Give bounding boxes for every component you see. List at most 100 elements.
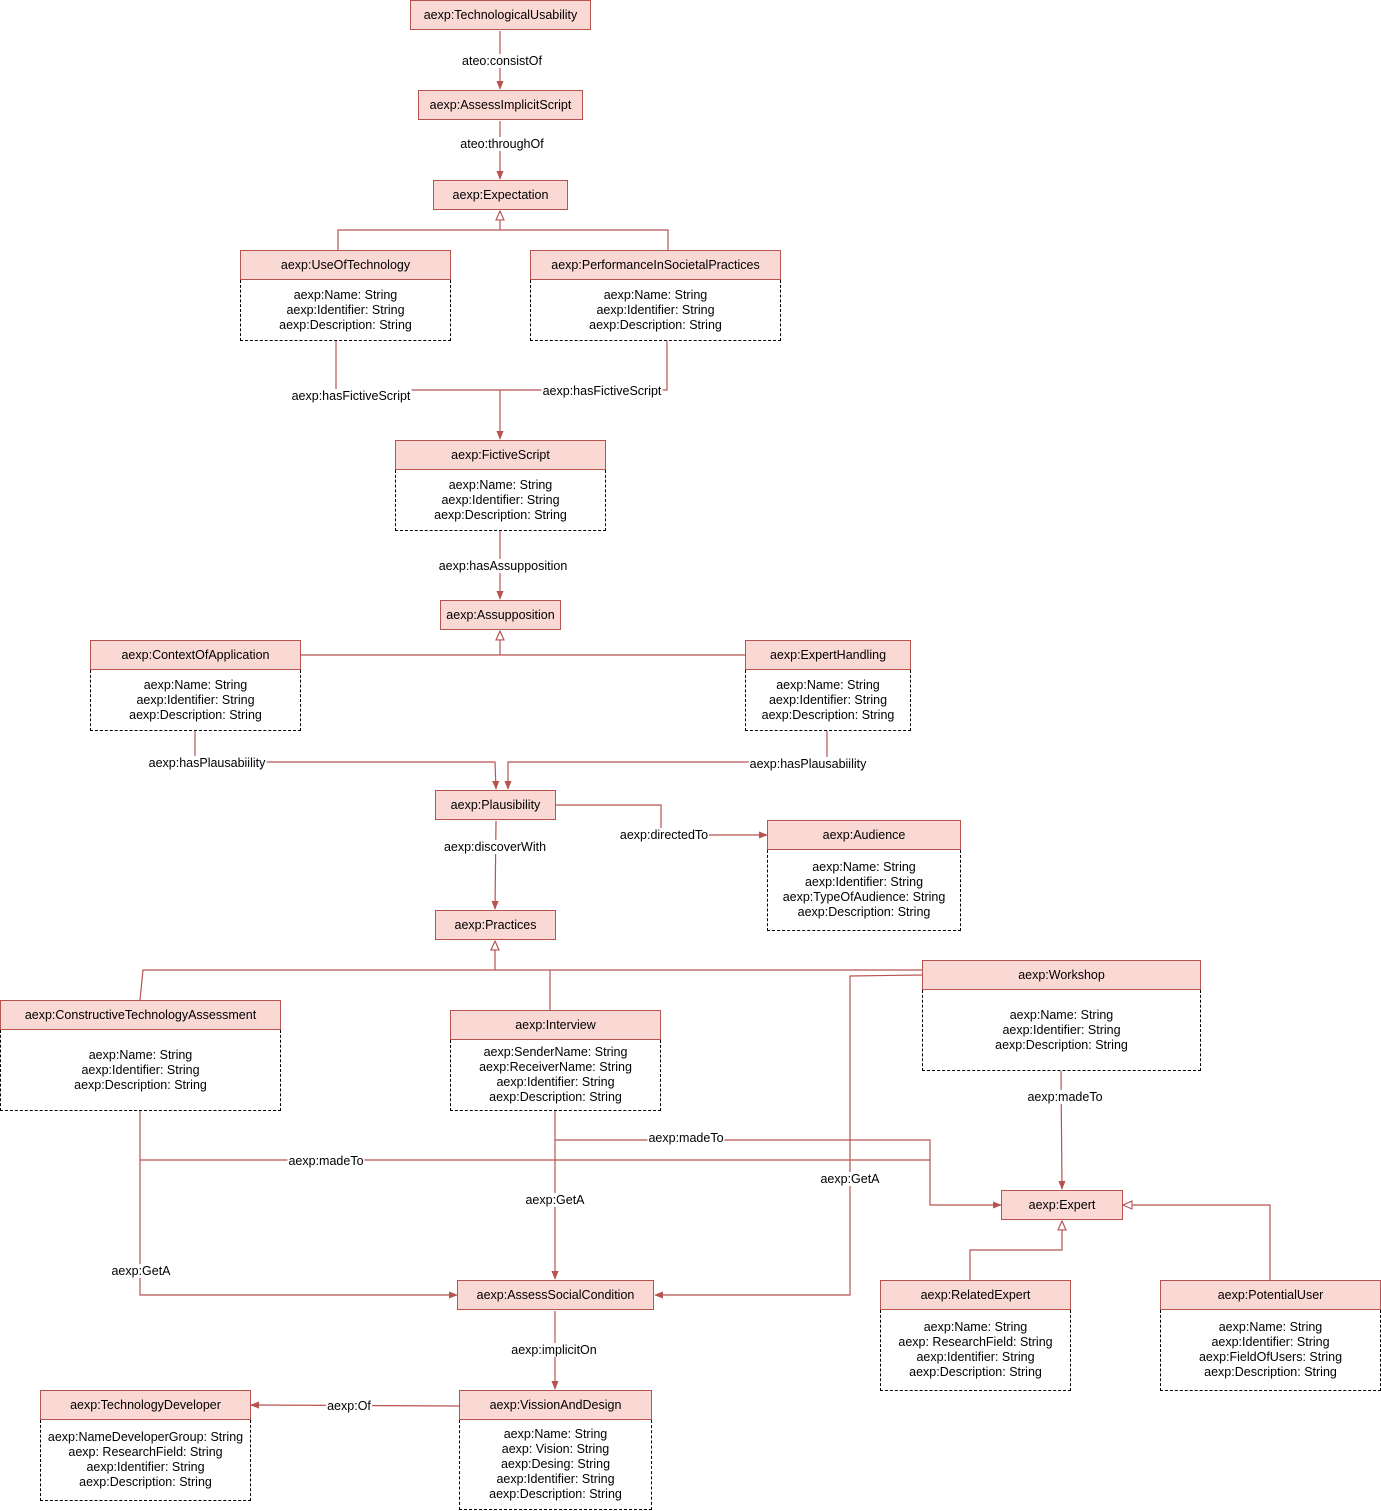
attribute-list: aexp:Name: String aexp:Identifier: Strin… — [745, 670, 911, 731]
class-plausibility[interactable]: aexp:Plausibility — [435, 790, 556, 820]
attribute: aexp:Identifier: String — [496, 1472, 615, 1486]
class-name: aexp:Plausibility — [435, 790, 556, 820]
attribute: aexp:Description: String — [79, 1475, 212, 1489]
class-related-expert[interactable]: aexp:RelatedExpert aexp:Name: String aex… — [880, 1280, 1071, 1391]
label-made-to-cta: aexp:madeTo — [287, 1154, 365, 1168]
class-name: aexp:TechnologicalUsability — [410, 0, 591, 30]
class-name: aexp:Expert — [1001, 1190, 1123, 1220]
label-has-assupposition: aexp:hasAssupposition — [437, 559, 569, 573]
attribute: aexp:Description: String — [761, 707, 895, 722]
attribute: aexp:Identifier: String — [804, 875, 924, 889]
attribute-list: aexp:Name: String aexp:Identifier: Strin… — [240, 280, 451, 341]
attribute: aexp:Identifier: String — [768, 692, 888, 707]
attribute: aexp:Description: String — [489, 1090, 622, 1104]
attribute: aexp:Name: String — [1009, 1007, 1114, 1022]
attribute: aexp:Name: String — [88, 1047, 193, 1062]
class-use-of-technology[interactable]: aexp:UseOfTechnology aexp:Name: String a… — [240, 250, 451, 341]
label-discover-with: aexp:discoverWith — [442, 840, 548, 854]
label-get-a-interview: aexp:GetA — [524, 1193, 586, 1207]
class-name: aexp:PerformanceInSocietalPractices — [530, 250, 781, 280]
class-interview[interactable]: aexp:Interview aexp:SenderName: String a… — [450, 1010, 661, 1111]
attribute: aexp: ResearchField: String — [68, 1445, 223, 1459]
class-name: aexp:Interview — [450, 1010, 661, 1040]
class-practices[interactable]: aexp:Practices — [435, 910, 556, 940]
class-name: aexp:UseOfTechnology — [240, 250, 451, 280]
class-name: aexp:ConstructiveTechnologyAssessment — [0, 1000, 281, 1030]
label-directed-to: aexp:directedTo — [618, 828, 710, 842]
attribute-list: aexp:Name: String aexp:Identifier: Strin… — [90, 670, 301, 731]
attribute: aexp:Description: String — [74, 1077, 207, 1092]
class-expectation[interactable]: aexp:Expectation — [433, 180, 568, 210]
attribute: aexp:Description: String — [434, 507, 567, 522]
attribute: aexp:Identifier: String — [1211, 1335, 1330, 1349]
label-get-a-cta: aexp:GetA — [110, 1264, 172, 1278]
class-name: aexp:Practices — [435, 910, 556, 940]
attribute-list: aexp:Name: String aexp: Vision: String a… — [459, 1420, 652, 1510]
attribute: aexp:Identifier: String — [441, 492, 560, 507]
class-assess-social-condition[interactable]: aexp:AssessSocialCondition — [457, 1280, 654, 1310]
class-potential-user[interactable]: aexp:PotentialUser aexp:Name: String aex… — [1160, 1280, 1381, 1391]
attribute: aexp:Description: String — [279, 317, 412, 332]
edge-generalization-expectation — [337, 229, 669, 250]
label-of: aexp:Of — [326, 1399, 372, 1413]
attribute-list: aexp:Name: String aexp:Identifier: Strin… — [1160, 1310, 1381, 1391]
class-expert[interactable]: aexp:Expert — [1001, 1190, 1123, 1220]
attribute: aexp:Desing: String — [500, 1457, 611, 1471]
class-name: aexp:VissionAndDesign — [459, 1390, 652, 1420]
class-performance-in-societal-practices[interactable]: aexp:PerformanceInSocietalPractices aexp… — [530, 250, 781, 341]
attribute: aexp:Identifier: String — [286, 302, 405, 317]
attribute: aexp:Description: String — [995, 1037, 1128, 1052]
class-technological-usability[interactable]: aexp:TechnologicalUsability — [410, 0, 591, 30]
class-assupposition[interactable]: aexp:Assupposition — [440, 600, 561, 630]
edge-has-fictive-script-use — [335, 341, 504, 440]
class-name: aexp:RelatedExpert — [880, 1280, 1071, 1310]
attribute: aexp:Description: String — [589, 317, 722, 332]
class-vission-and-design[interactable]: aexp:VissionAndDesign aexp:Name: String … — [459, 1390, 652, 1510]
label-has-plausability-context: aexp:hasPlausabiility — [147, 756, 267, 770]
class-fictive-script[interactable]: aexp:FictiveScript aexp:Name: String aex… — [395, 440, 606, 531]
attribute-list: aexp:Name: String aexp:Identifier: Strin… — [922, 990, 1201, 1071]
attribute: aexp:Identifier: String — [1002, 1022, 1121, 1037]
attribute: aexp:TypeOfAudience: String — [782, 890, 946, 904]
attribute: aexp:ReceiverName: String — [479, 1060, 632, 1074]
attribute-list: aexp:SenderName: String aexp:ReceiverNam… — [450, 1040, 661, 1111]
attribute: aexp:Description: String — [797, 905, 931, 919]
edge-generalization-practices — [139, 969, 922, 1001]
class-technology-developer[interactable]: aexp:TechnologyDeveloper aexp:NameDevelo… — [40, 1390, 251, 1501]
class-workshop[interactable]: aexp:Workshop aexp:Name: String aexp:Ide… — [922, 960, 1201, 1071]
class-constructive-technology-assessment[interactable]: aexp:ConstructiveTechnologyAssessment ae… — [0, 1000, 281, 1111]
attribute: aexp:Identifier: String — [496, 1075, 615, 1089]
label-consist-of: ateo:consistOf — [461, 54, 543, 68]
class-name: aexp:Audience — [767, 820, 961, 850]
edge-made-to-workshop — [1058, 1070, 1066, 1190]
attribute: aexp:Identifier: String — [916, 1350, 1035, 1364]
class-expert-handling[interactable]: aexp:ExpertHandling aexp:Name: String ae… — [745, 640, 911, 731]
attribute: aexp:FieldOfUsers: String — [1198, 1350, 1343, 1364]
attribute: aexp:Name: String — [143, 677, 248, 692]
class-assess-implicit-script[interactable]: aexp:AssessImplicitScript — [418, 90, 583, 120]
label-through-of: ateo:throughOf — [459, 137, 545, 151]
attribute: aexp:SenderName: String — [483, 1045, 628, 1059]
attribute: aexp:Name: String — [293, 287, 398, 302]
edge-has-plausability-expert — [504, 731, 828, 790]
attribute: aexp:Identifier: String — [596, 302, 715, 317]
label-made-to-interview: aexp:madeTo — [647, 1131, 725, 1145]
attribute-list: aexp:Name: String aexp:Identifier: Strin… — [395, 470, 606, 531]
attribute-list: aexp:Name: String aexp: ResearchField: S… — [880, 1310, 1071, 1391]
attribute: aexp:Name: String — [1218, 1320, 1323, 1334]
attribute: aexp:Description: String — [1204, 1365, 1337, 1379]
class-name: aexp:ContextOfApplication — [90, 640, 301, 670]
edge-get-a-workshop — [654, 974, 923, 1299]
class-context-of-application[interactable]: aexp:ContextOfApplication aexp:Name: Str… — [90, 640, 301, 731]
class-name: aexp:AssessImplicitScript — [418, 90, 583, 120]
attribute: aexp:NameDeveloperGroup: String — [47, 1430, 244, 1444]
label-has-fictive-script-perf: aexp:hasFictiveScript — [541, 384, 663, 398]
edge-generalization-expert-potential — [1123, 1205, 1271, 1280]
attribute: aexp:Name: String — [603, 287, 708, 302]
edge-has-plausability-context — [194, 731, 500, 790]
class-name: aexp:Assupposition — [440, 600, 561, 630]
class-audience[interactable]: aexp:Audience aexp:Name: String aexp:Ide… — [767, 820, 961, 931]
attribute: aexp:Identifier: String — [136, 692, 255, 707]
